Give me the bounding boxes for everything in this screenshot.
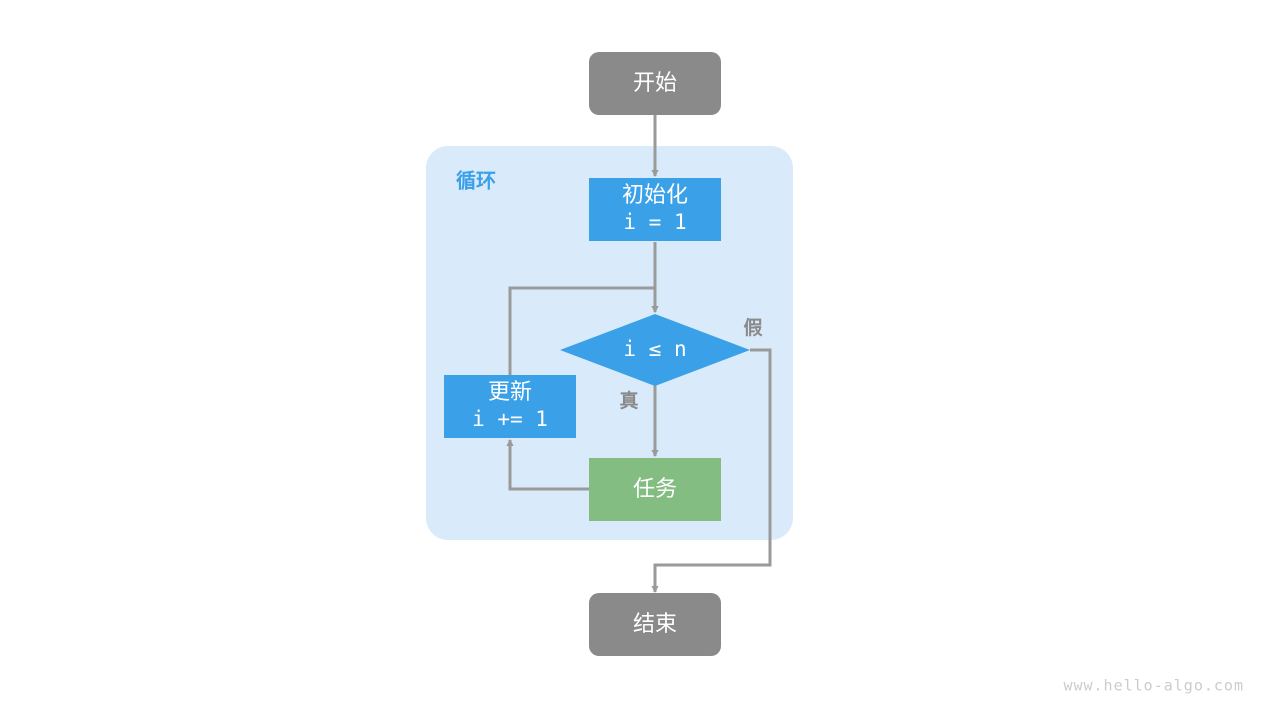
node-update-label-line2: i += 1	[472, 407, 548, 431]
node-start-label: 开始	[633, 70, 677, 95]
node-end[interactable]: 结束	[589, 593, 721, 656]
node-condition[interactable]: i ≤ n	[560, 314, 750, 386]
node-task-shape	[589, 458, 721, 521]
node-update-label-line1: 更新	[488, 379, 532, 404]
node-init-shape	[589, 178, 721, 241]
node-condition-label: i ≤ n	[623, 337, 686, 361]
edge-task-to-update	[506, 438, 589, 491]
node-end-shape	[589, 593, 721, 656]
node-start-shape	[589, 52, 721, 115]
edge-label-true: 真	[619, 389, 638, 412]
watermark-url: www.hello-algo.com	[1063, 677, 1244, 695]
node-update-shape	[444, 375, 576, 438]
node-start[interactable]: 开始	[589, 52, 721, 115]
node-init[interactable]: 初始化 i = 1	[589, 178, 721, 241]
edge-update-to-condition	[508, 286, 659, 375]
node-end-label: 结束	[633, 611, 677, 636]
edge-condition-false-to-end	[651, 348, 772, 594]
node-task-label: 任务	[633, 476, 677, 501]
loop-group-label: 循环	[456, 168, 496, 192]
edge-label-false: 假	[743, 316, 762, 339]
node-update[interactable]: 更新 i += 1	[444, 375, 576, 438]
node-init-label-line2: i = 1	[623, 210, 686, 234]
node-init-label-line1: 初始化	[622, 182, 688, 207]
node-task[interactable]: 任务	[589, 458, 721, 521]
node-condition-shape	[560, 314, 750, 386]
